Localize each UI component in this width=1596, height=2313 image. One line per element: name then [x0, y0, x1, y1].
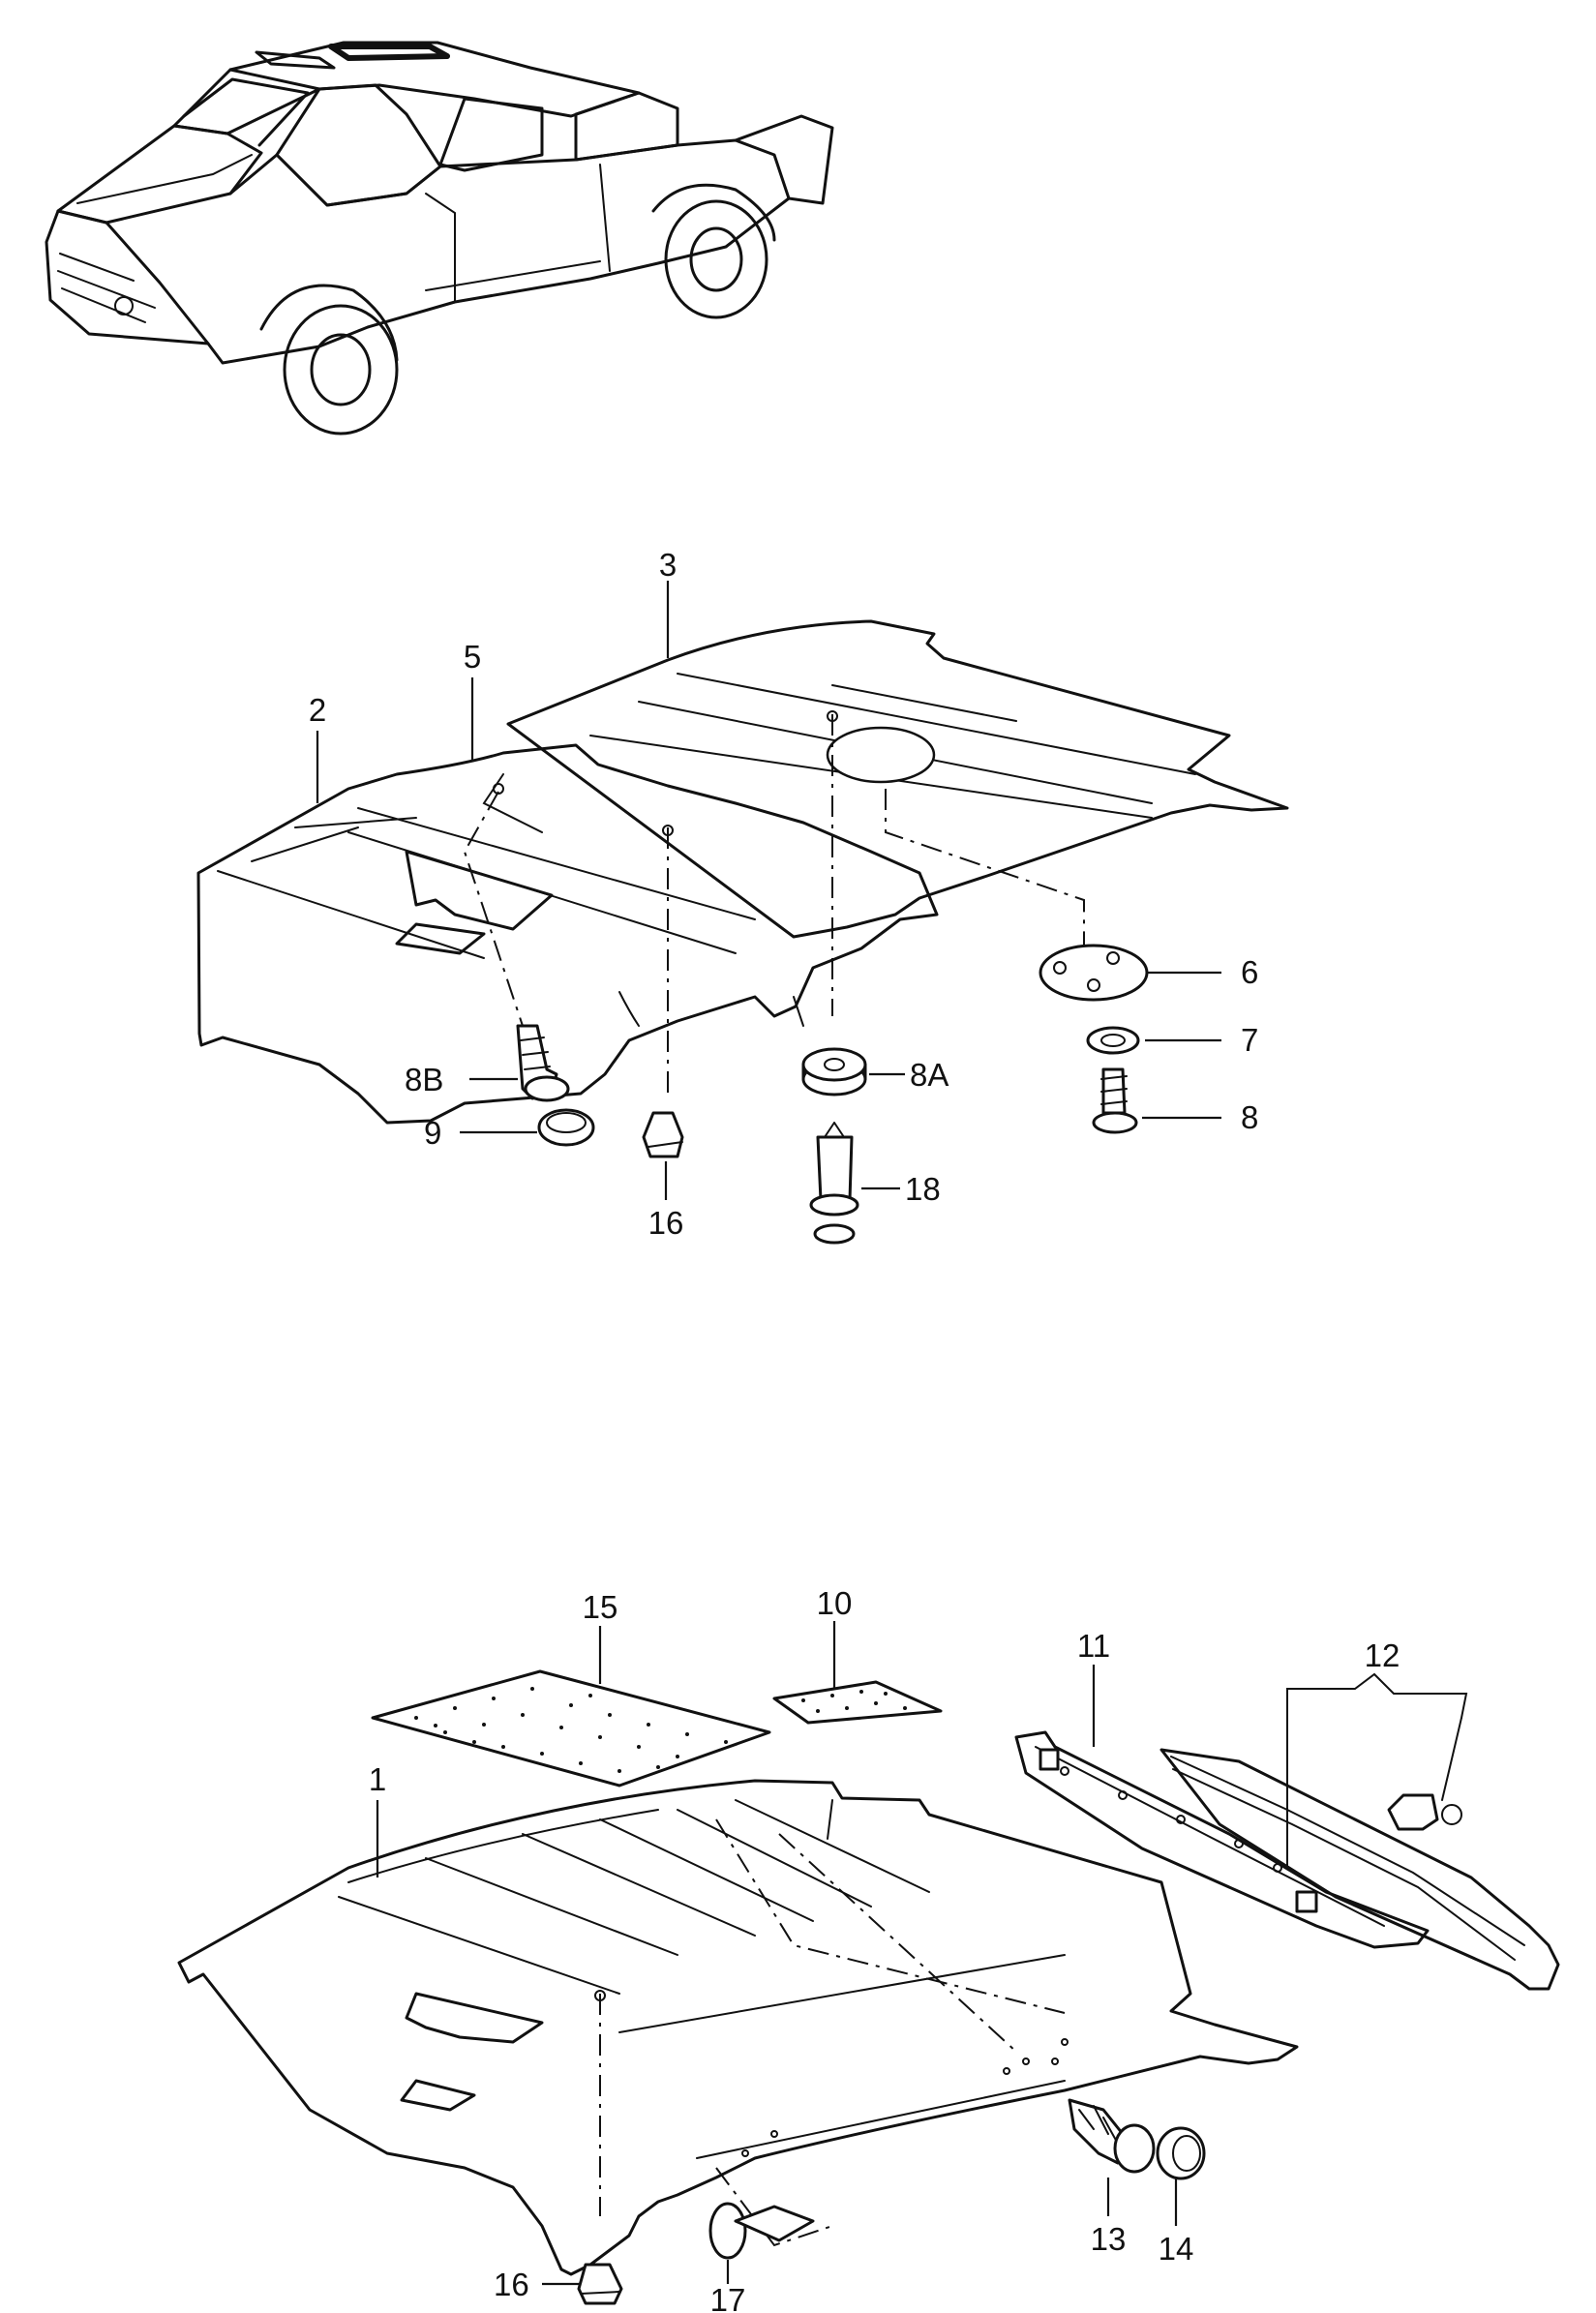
cap-9 [537, 1108, 595, 1147]
headliner-panel-front [196, 743, 939, 1125]
clip-16-top [642, 1111, 684, 1158]
callout-1: 1 [369, 1761, 386, 1797]
callout-7: 7 [1241, 1022, 1258, 1058]
clip-17 [708, 2202, 747, 2260]
headliner-panel-rear [506, 619, 1289, 939]
callout-14: 14 [1159, 2231, 1194, 2267]
callout-17: 17 [710, 2282, 746, 2313]
callout-6: 6 [1241, 954, 1258, 990]
rear-panel-circular-cutout [826, 726, 936, 784]
front-panel-sunroof-opening [405, 850, 554, 931]
callout-2: 2 [309, 692, 326, 728]
callout-3: 3 [659, 547, 677, 583]
headliner-sunroof-opening [405, 1992, 544, 2044]
headliner-lamp-cutout [400, 2079, 476, 2112]
callout-8b: 8B [405, 1062, 443, 1097]
callout-13: 13 [1091, 2221, 1127, 2257]
front-panel-lamp-cutout [395, 922, 486, 955]
washer-7 [1086, 1026, 1140, 1055]
callout-16-top: 16 [648, 1205, 684, 1241]
callout-8a: 8A [910, 1057, 949, 1093]
callout-12: 12 [1365, 1637, 1400, 1673]
clip-18 [816, 1135, 854, 1202]
callout-8: 8 [1241, 1099, 1258, 1135]
side-rail-12 [1159, 1748, 1560, 1991]
callout-9: 9 [424, 1115, 441, 1151]
callout-16-bottom: 16 [494, 2267, 529, 2302]
top-assembly: 3 5 2 6 7 8 8A 18 8B 9 16 [196, 547, 1289, 1245]
callout-5: 5 [464, 639, 481, 675]
callout-18: 18 [905, 1171, 941, 1207]
bottom-assembly: 1 15 10 11 12 13 14 16 17 [177, 1585, 1560, 2313]
callout-11: 11 [1077, 1628, 1110, 1664]
insulation-pad-15 [371, 1669, 771, 1787]
sunroof-highlight [328, 44, 450, 61]
rail-clip-12 [1387, 1793, 1439, 1831]
headliner-main [177, 1779, 1299, 2276]
side-rail-11 [1014, 1730, 1430, 1949]
cap-14 [1156, 2126, 1206, 2180]
clip-16-bottom [577, 2263, 623, 2305]
insulation-pad-10 [772, 1680, 943, 1725]
callout-10: 10 [817, 1585, 853, 1621]
callout-15: 15 [583, 1589, 618, 1625]
car-overview-illustration [45, 41, 834, 436]
